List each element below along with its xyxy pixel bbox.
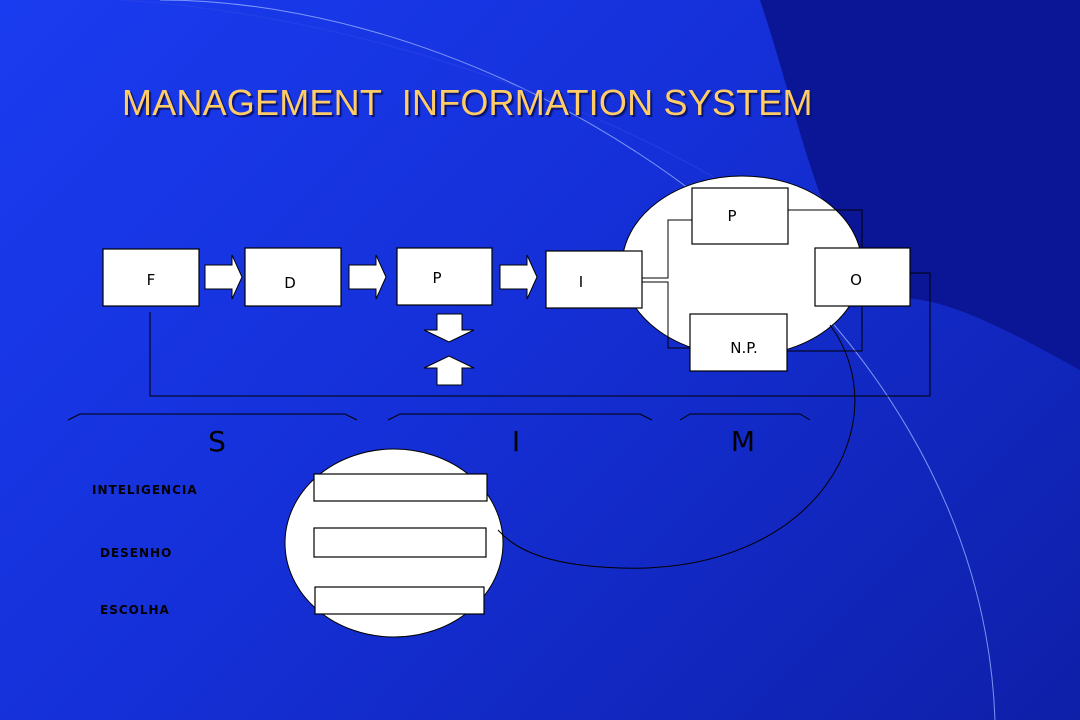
phase-box-inteligencia	[313, 473, 488, 502]
bracket-m	[679, 413, 811, 421]
phase-box-desenho	[313, 527, 487, 558]
label-p2: P	[727, 207, 736, 225]
label-sim-i: I	[512, 425, 520, 458]
label-d: D	[284, 274, 296, 292]
label-m: M	[731, 425, 755, 458]
arrow-down	[423, 313, 475, 343]
label-f: F	[147, 271, 156, 289]
box-d	[244, 247, 342, 307]
phase-box-escolha	[314, 586, 485, 615]
label-o: O	[850, 271, 862, 289]
p-to-o	[788, 209, 863, 248]
np-to-o	[787, 306, 863, 352]
branch-to-np	[642, 281, 690, 349]
bracket-s	[67, 413, 358, 421]
label-s: S	[208, 425, 226, 458]
arrow-up	[423, 355, 475, 386]
box-f	[102, 248, 200, 307]
slide-title: MANAGEMENT INFORMATION SYSTEM	[122, 82, 813, 123]
dark-band	[760, 0, 1080, 370]
box-o	[814, 247, 911, 307]
label-np: N.P.	[730, 339, 757, 357]
arrow-f-d	[204, 254, 243, 300]
bracket-i	[387, 413, 653, 421]
box-np	[689, 313, 788, 372]
arrow-d-p	[348, 254, 387, 300]
box-p2	[691, 187, 789, 245]
phase-desenho: DESENHO	[100, 546, 173, 560]
feedback-line	[149, 272, 931, 397]
label-p1: P	[432, 269, 441, 287]
box-p1	[396, 247, 493, 306]
branch-to-p	[642, 219, 692, 279]
connector-loop	[497, 324, 856, 569]
label-i: I	[579, 273, 583, 291]
phase-inteligencia: INTELIGENCIA	[92, 483, 198, 497]
phase-escolha: ESCOLHA	[100, 603, 170, 617]
arrow-p-i	[499, 254, 538, 300]
box-i	[545, 250, 643, 309]
